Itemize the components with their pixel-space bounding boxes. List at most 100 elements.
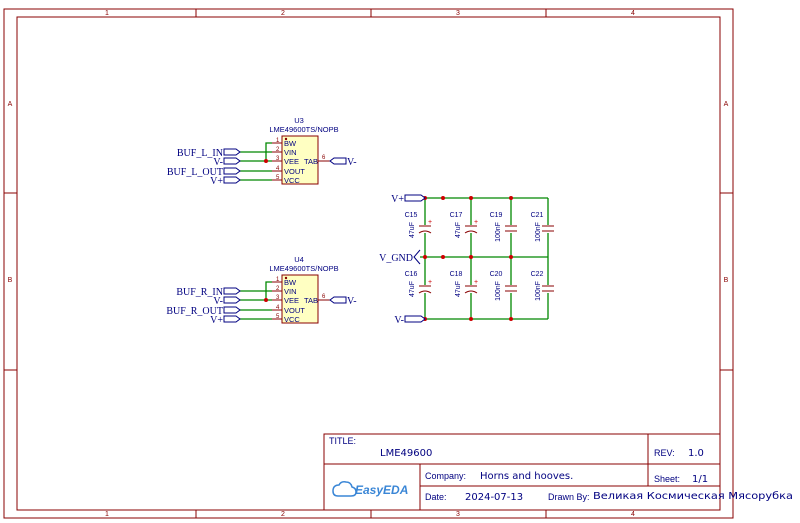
u4-component[interactable]: U4 LME49600TS/NOPB 1 2 3 4 5 BW VIN VEE …: [269, 255, 338, 324]
c21-ref: C21: [531, 212, 544, 219]
vplus-port: [404, 194, 426, 202]
u3-pin1-dot: [284, 137, 288, 141]
u3-part-number: LME49600TS/NOPB: [269, 125, 338, 134]
u4-pin1-num: 1: [276, 277, 280, 283]
row-label-right-b: B: [724, 277, 729, 284]
easyeda-logo: EasyEDA: [332, 481, 408, 497]
c16-value: 47uF: [409, 281, 416, 297]
u4-net-ports: [223, 287, 347, 323]
row-label-right-a: A: [724, 101, 729, 108]
c18-ref: C18: [450, 271, 463, 278]
u4-pin4-num: 4: [276, 305, 280, 311]
u3-pin2-name: VIN: [284, 148, 297, 157]
col-label-bottom-1: 1: [105, 511, 109, 518]
net-label-vminus-rail: V-: [394, 315, 404, 326]
u4-tab-num: 6: [322, 294, 326, 300]
u4-pin2-num: 2: [276, 286, 280, 292]
u4-pin3-num: 3: [276, 295, 280, 301]
c19-ref: C19: [490, 212, 503, 219]
u4-pin5-num: 5: [276, 314, 280, 320]
c22-ref: C22: [531, 271, 544, 278]
u4-body: [281, 274, 319, 324]
u3-pins: [272, 142, 330, 181]
u4-pin2-name: VIN: [284, 287, 297, 296]
u4-pins: [272, 281, 330, 320]
c17-polarity: +: [474, 219, 478, 226]
col-label-bottom-4: 4: [631, 511, 635, 518]
net-label-buf-r-in: BUF_R_IN: [176, 287, 223, 298]
u3-component[interactable]: U3 LME49600TS/NOPB 1 2 3 4 5 BW VIN VEE …: [269, 116, 338, 185]
c21-value: 100nF: [535, 222, 542, 242]
c16-ref: C16: [405, 271, 418, 278]
u3-wires: [240, 142, 272, 181]
net-label-u4-tab: V-: [347, 296, 357, 307]
net-label-vplus-rail: V+: [391, 194, 404, 205]
col-label-bottom-2: 2: [281, 511, 285, 518]
u3-pin5-name: VCC: [284, 176, 300, 185]
gnd-port: [413, 249, 421, 265]
u3-designator: U3: [294, 116, 304, 125]
company-value: Horns and hooves.: [480, 471, 573, 482]
c18-polarity: +: [474, 279, 478, 286]
inner-frame: [16, 16, 721, 511]
row-ticks: [4, 192, 733, 371]
net-label-u3-tab: V-: [347, 157, 357, 168]
row-label-left-b: B: [8, 277, 13, 284]
net-label-u3-vminus: V-: [213, 157, 223, 168]
date-value: 2024-07-13: [465, 492, 523, 503]
u4-pin1-dot: [284, 276, 288, 280]
u4-pin5-name: VCC: [284, 315, 300, 324]
brand-text: EasyEDA: [355, 483, 408, 497]
u4-junction: [264, 298, 268, 302]
drawn-by-value: Великая Космическая Мясорубка: [593, 491, 793, 502]
c22-value: 100nF: [535, 281, 542, 301]
column-ticks: [195, 9, 547, 518]
sheet-label: Sheet:: [654, 474, 680, 484]
u3-pin5-num: 5: [276, 175, 280, 181]
col-label-top-1: 1: [105, 10, 109, 17]
col-label-top-2: 2: [281, 10, 285, 17]
net-label-u4-vplus: V+: [210, 315, 223, 326]
u3-body: [281, 135, 319, 185]
c19-value: 100nF: [495, 222, 502, 242]
c15-polarity: +: [428, 219, 432, 226]
sheet-value: 1/1: [692, 474, 708, 485]
u3-pin3-num: 3: [276, 156, 280, 162]
u3-pin2-num: 2: [276, 147, 280, 153]
u3-net-ports: [223, 148, 347, 184]
c16-polarity: +: [428, 279, 432, 286]
u3-pin1-num: 1: [276, 138, 280, 144]
c17-ref: C17: [450, 212, 463, 219]
company-label: Company:: [425, 471, 466, 481]
col-label-top-3: 3: [456, 10, 460, 17]
u3-tab-num: 6: [322, 155, 326, 161]
c17-value: 47uF: [455, 222, 462, 238]
u4-pin3-name: VEE: [284, 296, 299, 305]
c15-ref: C15: [405, 212, 418, 219]
net-label-u4-vminus: V-: [213, 296, 223, 307]
u3-pin4-name: VOUT: [284, 167, 305, 176]
net-label-gnd: V_GND: [379, 253, 413, 264]
u4-part-number: LME49600TS/NOPB: [269, 264, 338, 273]
drawn-by-label: Drawn By:: [548, 492, 590, 502]
net-label-buf-l-out: BUF_L_OUT: [167, 167, 223, 178]
rev-value: 1.0: [688, 448, 704, 459]
row-label-left-a: A: [8, 101, 13, 108]
rev-label: REV:: [654, 448, 675, 458]
col-label-top-4: 4: [631, 10, 635, 17]
net-label-u3-vplus: V+: [210, 176, 223, 187]
title-label: TITLE:: [329, 436, 356, 446]
col-label-bottom-3: 3: [456, 511, 460, 518]
c20-ref: C20: [490, 271, 503, 278]
capacitor-symbols: [418, 225, 555, 294]
c15-value: 47uF: [409, 222, 416, 238]
title-value: LME49600: [380, 448, 432, 459]
u3-tab-name: TAB: [304, 157, 318, 166]
net-label-buf-l-in: BUF_L_IN: [177, 148, 223, 159]
u3-pin3-name: VEE: [284, 157, 299, 166]
u4-designator: U4: [294, 255, 304, 264]
u3-junction: [264, 159, 268, 163]
net-label-buf-r-out: BUF_R_OUT: [166, 306, 223, 317]
u4-pin1-name: BW: [284, 278, 297, 287]
